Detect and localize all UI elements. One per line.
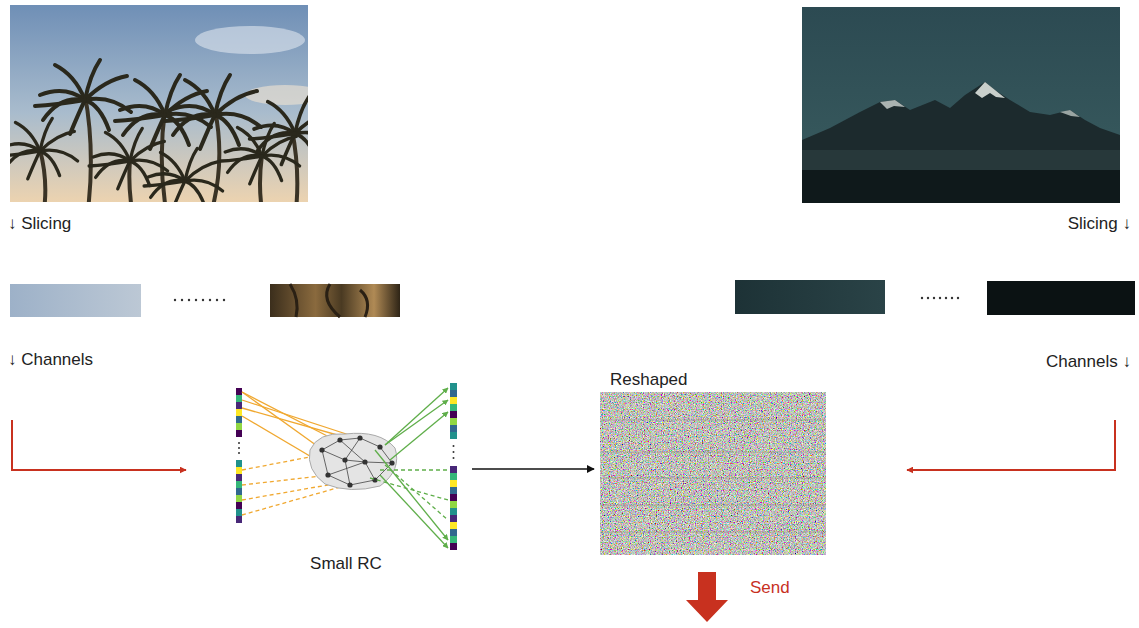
palm-crown (89, 128, 168, 189)
trunk (85, 95, 91, 202)
noise-image (600, 392, 826, 555)
cloud (195, 26, 305, 54)
slice-detail (290, 284, 368, 317)
palm-crown (250, 97, 308, 164)
ellipsis-dots (921, 297, 959, 299)
reshaped-block: Reshaped (598, 370, 828, 558)
output-vector (450, 383, 457, 550)
palm-photo (10, 5, 308, 202)
snow-peak (975, 82, 1005, 98)
ellipsis-dots (174, 299, 225, 301)
trunk (129, 160, 132, 202)
node-heading: Small RC (310, 554, 382, 574)
palm-crown (144, 148, 223, 202)
input-vector (236, 388, 242, 523)
snow-peak (1060, 110, 1080, 117)
haze (802, 150, 1120, 170)
image-slice (735, 280, 885, 314)
reservoir-block: Small RC (228, 380, 464, 580)
step-label: Channels ↓ (1046, 352, 1131, 372)
step-label: ↓ Slicing (8, 214, 71, 234)
send-label: Send (750, 578, 790, 598)
palm-crown (10, 118, 78, 179)
snow-peak (880, 100, 905, 109)
image-slice (987, 281, 1135, 315)
send-arrow (686, 572, 728, 622)
foreground (802, 170, 1120, 203)
channel-arrow (12, 420, 186, 470)
flow-arrow (472, 468, 594, 470)
night-sky (802, 7, 1120, 203)
mountain-photo (802, 7, 1120, 203)
trunk (40, 150, 45, 202)
step-label: ↓ Channels (8, 350, 93, 370)
noise-stripes (600, 420, 826, 532)
image-slice (10, 284, 141, 317)
cloud (245, 85, 308, 105)
node-heading: Reshaped (610, 370, 688, 390)
channel-arrow (907, 420, 1115, 470)
step-label: Slicing ↓ (1068, 214, 1131, 234)
output-weights (370, 388, 448, 548)
mountain-range (802, 82, 1120, 160)
image-slice (270, 284, 400, 317)
palm-crown (165, 75, 261, 149)
